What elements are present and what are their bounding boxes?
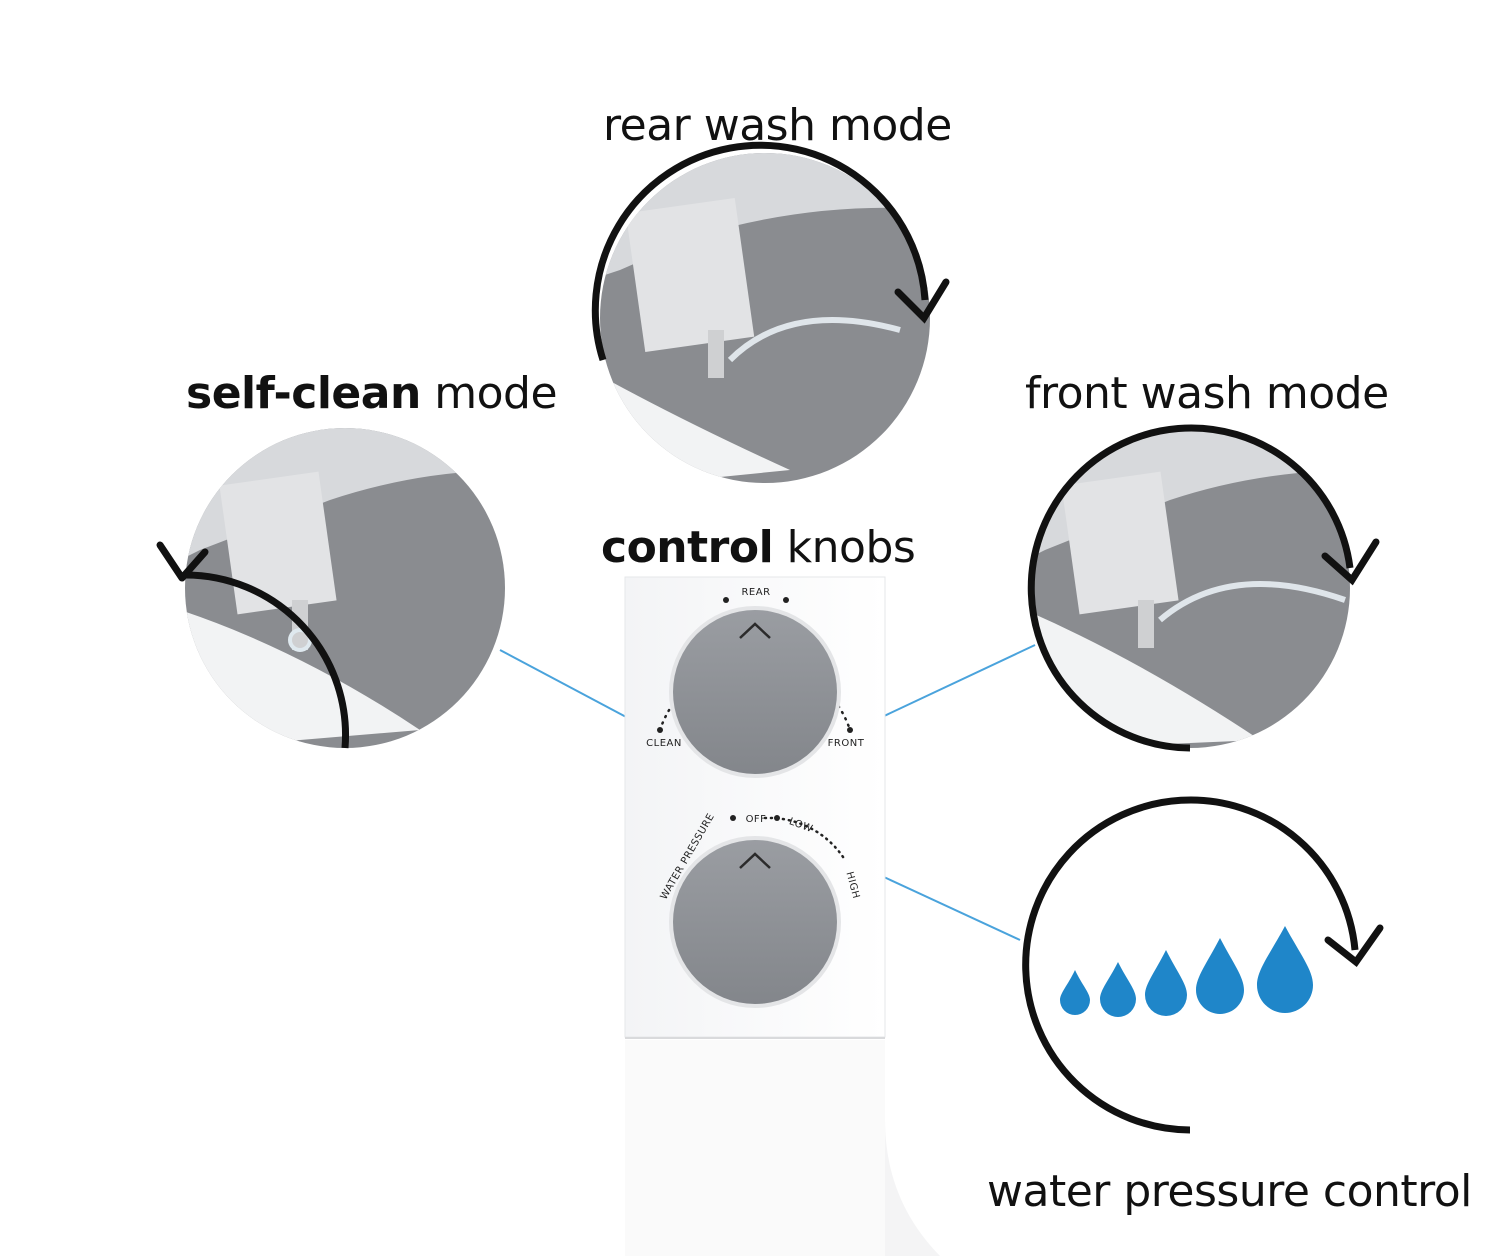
pressure-off-label: OFF [746, 814, 767, 825]
mode-rear-label: REAR [741, 587, 770, 598]
self-clean-mode-label: self-clean mode [186, 372, 558, 416]
front-wash-illustration [1027, 424, 1380, 752]
mode-clean-label: CLEAN [646, 738, 682, 749]
control-panel [624, 576, 940, 1256]
water-drop-icon [1060, 970, 1090, 1015]
water-drop-icon [1257, 926, 1313, 1013]
self-clean-rest-text: mode [420, 368, 558, 419]
control-knobs-label: control knobs [601, 526, 916, 570]
rear-wash-mode-label: rear wash mode [603, 100, 952, 151]
front-wash-mode-label: front wash mode [1025, 368, 1389, 419]
water-drops [1060, 926, 1313, 1017]
self-clean-bold-text: self-clean [186, 368, 421, 419]
water-pressure-illustration [1022, 796, 1384, 1134]
self-clean-illustration [156, 428, 505, 749]
water-drop-icon [1196, 938, 1244, 1014]
pressure-knob[interactable] [673, 840, 837, 1004]
water-drop-icon [1145, 950, 1187, 1016]
water-pressure-control-label: water pressure control [987, 1166, 1472, 1217]
mode-front-label: FRONT [828, 738, 865, 749]
rear-wash-illustration [591, 141, 950, 483]
mode-knob[interactable] [673, 610, 837, 774]
water-drop-icon [1100, 962, 1136, 1017]
control-bold-text: control [601, 522, 774, 573]
control-rest-text: knobs [773, 522, 916, 573]
